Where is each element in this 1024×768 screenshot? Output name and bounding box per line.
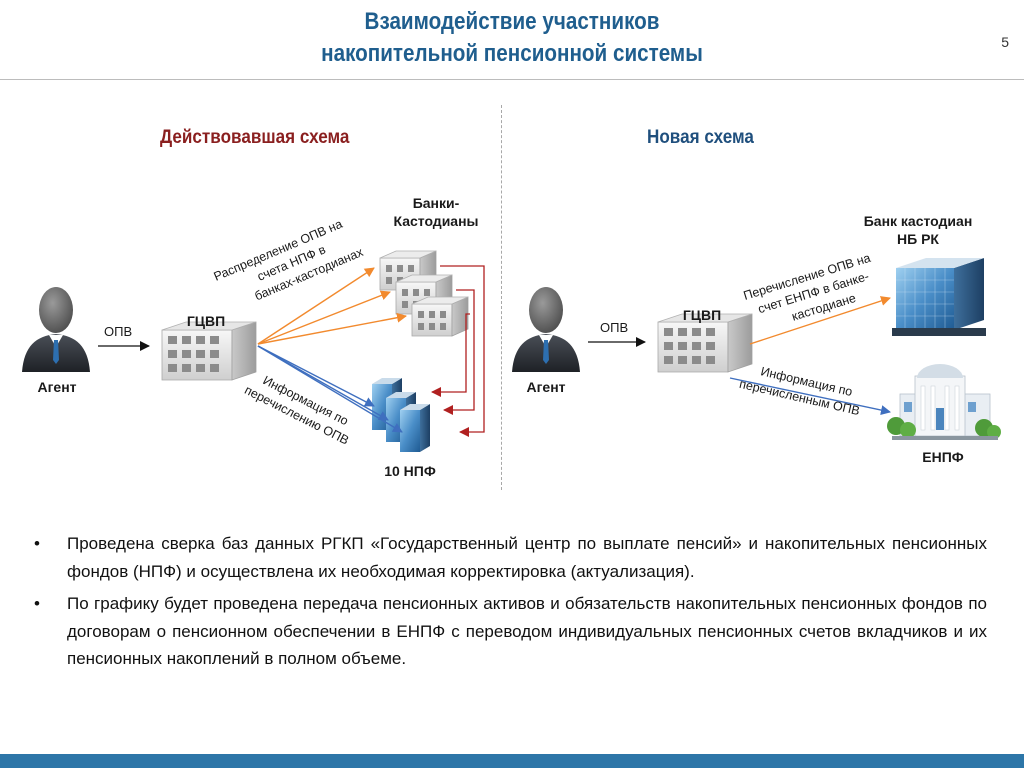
old-agent-label: Агент: [37, 379, 76, 395]
page-number: 5: [1001, 34, 1009, 50]
bullet-item: • Проведена сверка баз данных РГКП «Госу…: [34, 530, 987, 585]
new-info-arrow: [729, 377, 891, 416]
old-gcvp-label: ГЦВП: [187, 313, 225, 329]
bullet-text: Проведена сверка баз данных РГКП «Госуда…: [67, 534, 987, 581]
office-building-icon: [161, 321, 257, 381]
new-scheme-heading: Новая схема: [647, 127, 754, 148]
old-scheme-heading: Действовавшая схема: [160, 127, 350, 148]
scheme-diagram: Агент ОПВ ГЦВП: [22, 195, 1001, 479]
bank-nbrk-label-line-1: Банк кастодиан: [864, 213, 973, 229]
slide-title: Взаимодействие участников накопительной …: [72, 6, 953, 70]
old-opv-label: ОПВ: [104, 324, 132, 339]
bank-nbrk-label-line-2: НБ РК: [897, 231, 939, 247]
bullet-list: • Проведена сверка баз данных РГКП «Госу…: [34, 530, 987, 678]
title-line-2: накопительной пенсионной системы: [321, 40, 703, 67]
transfer-arrow: [749, 296, 891, 345]
npf-label: 10 НПФ: [384, 463, 436, 479]
new-gcvp-label: ГЦВП: [683, 307, 721, 323]
bank-to-npf-arrows: [431, 265, 485, 437]
footer-bar: [0, 754, 1024, 768]
info-text: Информация по перечислению ОПВ: [242, 373, 351, 447]
enpf-label: ЕНПФ: [922, 449, 964, 465]
scheme-divider: [501, 105, 502, 490]
title-line-1: Взаимодействие участников: [364, 8, 660, 35]
banks-label-line-1: Банки-: [413, 195, 460, 211]
bullet-item: • По графику будет проведена передача пе…: [34, 590, 987, 673]
glass-tower-icon: [372, 378, 430, 452]
bullet-marker: •: [34, 594, 40, 613]
columned-building-icon: [887, 364, 1001, 440]
businessman-icon: [22, 287, 90, 372]
new-agent-label: Агент: [526, 379, 565, 395]
new-opv-label: ОПВ: [600, 320, 628, 335]
glass-skyscraper-icon: [892, 258, 986, 336]
title-divider: [0, 79, 1024, 80]
info-arrows: [257, 345, 403, 433]
distribution-arrows: [257, 267, 407, 345]
bank-building-icon: [379, 250, 469, 337]
bullet-text: По графику будет проведена передача пенс…: [67, 594, 987, 668]
businessman-icon: [512, 287, 580, 372]
new-info-text: Информация по перечисленным ОПВ: [738, 364, 861, 418]
office-building-icon: [657, 313, 753, 373]
bullet-marker: •: [34, 534, 40, 553]
distribution-text: Распределение ОПВ на счета НПФ в банках-…: [212, 217, 366, 304]
transfer-text: Перечисление ОПВ на счет ЕНПФ в банке- к…: [742, 251, 872, 324]
banks-label-line-2: Кастодианы: [393, 213, 478, 229]
